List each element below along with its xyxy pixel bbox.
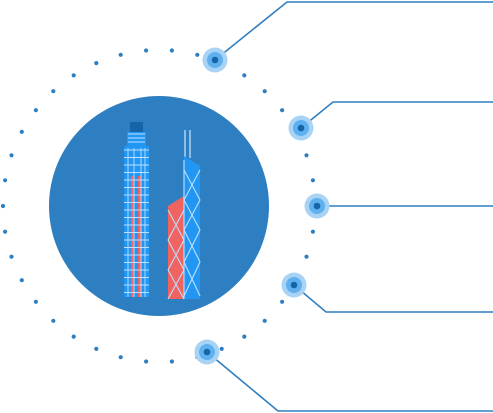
bracing-line xyxy=(183,261,201,297)
ring-dot xyxy=(262,89,267,94)
ring-dot xyxy=(94,61,99,66)
ring-dot xyxy=(169,359,174,364)
ring-dot xyxy=(71,334,76,339)
ring-dot xyxy=(144,48,149,53)
bracing-line xyxy=(167,269,185,300)
ring-dot xyxy=(195,52,200,57)
ring-dot xyxy=(304,254,309,259)
bracing-line xyxy=(167,209,185,241)
skyscrapers-illustration xyxy=(124,122,201,300)
ring-dot xyxy=(169,48,174,53)
callout-lines xyxy=(206,1,493,412)
ring-dot xyxy=(280,108,285,113)
node-2 xyxy=(288,115,314,141)
ring-dot xyxy=(219,346,224,351)
tower-window-grid xyxy=(124,133,149,297)
ring-dot xyxy=(33,299,39,304)
ring-dot xyxy=(71,73,76,78)
bracing-line xyxy=(183,199,201,231)
ring-dot xyxy=(33,108,39,113)
bracing-line xyxy=(167,239,185,271)
ring-dot xyxy=(3,229,8,234)
ring-dot xyxy=(144,359,149,364)
callout-nodes xyxy=(194,47,330,365)
tower-cross-bracing xyxy=(167,160,201,300)
target-dot-icon xyxy=(290,281,298,289)
target-dot-icon xyxy=(203,348,211,356)
ring-dot xyxy=(280,299,285,304)
triangular-bracing-tower-icon xyxy=(167,130,201,300)
ring-dot xyxy=(0,203,6,209)
ring-dot xyxy=(242,73,247,78)
ring-dot xyxy=(262,318,267,323)
callout-line-1 xyxy=(214,1,493,61)
tower-stripe xyxy=(138,176,141,297)
ring-dot xyxy=(310,178,315,183)
callout-line-4 xyxy=(293,284,493,313)
ring-dot xyxy=(19,278,24,283)
ring-dot xyxy=(118,52,123,57)
target-dot-icon xyxy=(211,56,219,64)
main-circle-badge xyxy=(49,96,269,316)
node-1 xyxy=(202,47,228,73)
callout-line-2 xyxy=(300,101,493,129)
ring-dot xyxy=(19,129,24,134)
ring-dot xyxy=(242,334,247,339)
glass-tower-icon xyxy=(124,122,149,297)
target-dot-icon xyxy=(297,124,305,132)
ring-dot xyxy=(3,178,8,183)
ring-dot xyxy=(9,153,14,158)
target-dot-icon xyxy=(313,202,321,210)
ring-dot xyxy=(118,355,123,360)
callout-line-5 xyxy=(206,351,493,412)
ring-dot xyxy=(51,89,56,94)
bracing-line xyxy=(183,229,201,263)
node-5 xyxy=(194,339,220,365)
ring-dot xyxy=(51,318,56,323)
node-3 xyxy=(304,193,330,219)
tower-stripe xyxy=(131,176,134,297)
ring-dot xyxy=(304,153,309,158)
bracing-line xyxy=(183,169,201,201)
ring-dot xyxy=(94,346,99,351)
ring-dot xyxy=(9,254,14,259)
ring-dot xyxy=(310,229,315,234)
node-4 xyxy=(281,272,307,298)
